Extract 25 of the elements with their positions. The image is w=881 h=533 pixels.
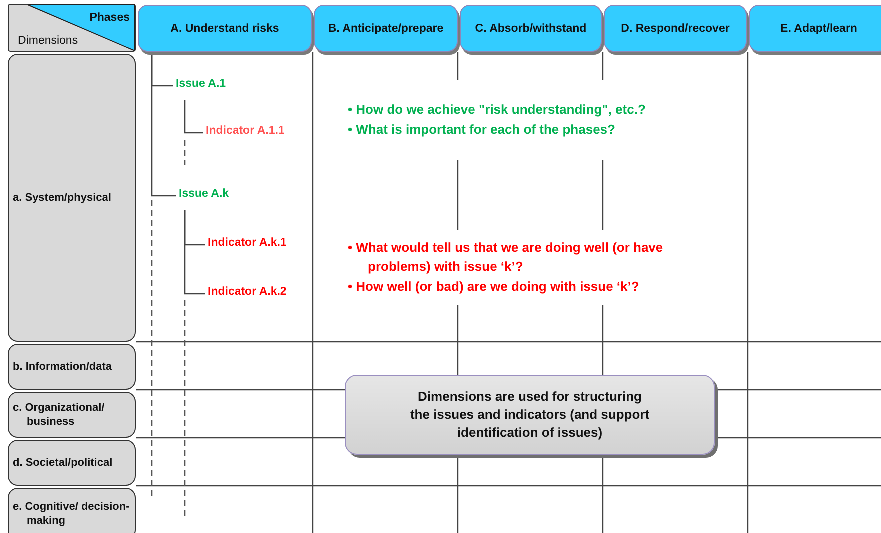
dimension-box: e. Cognitive/ decision-making xyxy=(8,488,136,533)
phase-header: D. Respond/recover xyxy=(604,5,747,52)
connector-line xyxy=(151,52,176,197)
phase-header: E. Adapt/learn xyxy=(749,5,881,52)
connector-line xyxy=(184,100,203,134)
phase-header: C. Absorb/withstand xyxy=(460,5,602,52)
phase-header: B. Anticipate/prepare xyxy=(314,5,458,52)
column-axis-label: Phases xyxy=(90,12,130,24)
connector-line xyxy=(184,210,205,295)
tree-item-text: Indicator A.k.1 xyxy=(208,237,287,249)
bullet-point-text: • How well (or bad) are we doing with issue ‘k’? xyxy=(348,278,640,296)
dimension-box: a. System/physical xyxy=(8,54,136,342)
note-box: Dimensions are used for structuring the issues and indicators (and support identification of issues) xyxy=(345,375,715,455)
tree-item-text: Issue A.k xyxy=(179,188,230,200)
bullet-point-text: • How do we achieve "risk understanding", etc.? xyxy=(348,101,647,119)
dimension-box: b. Information/data xyxy=(8,344,136,390)
tree-item-text: Issue A.1 xyxy=(176,78,226,90)
phase-header: A. Understand risks xyxy=(138,5,312,52)
bullet-point-text: • What would tell us that we are doing well (or have problems) with issue ‘k’? xyxy=(348,239,664,276)
tree-item-text: Indicator A.1.1 xyxy=(206,125,285,137)
tree-item-text: Indicator A.k.2 xyxy=(208,286,287,298)
dimension-box: d. Societal/political xyxy=(8,440,136,486)
bullet-point-text: • What is important for each of the phases? xyxy=(348,121,616,139)
row-axis-label: Dimensions xyxy=(18,35,78,47)
dimension-box: c. Organizational/ business xyxy=(8,392,136,438)
